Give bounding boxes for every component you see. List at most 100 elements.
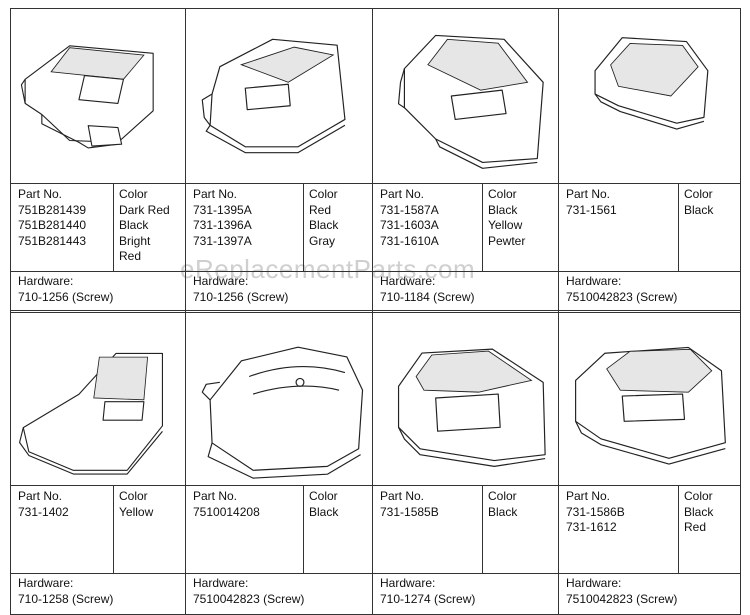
color-value: Pewter [488,233,526,248]
part-number-label: Part No. [566,489,611,503]
part-cell [185,310,372,614]
part-number: 731-1612 [566,520,617,534]
part-cell [185,8,372,312]
color-value: Gray [309,233,336,248]
row-border [10,312,741,313]
part-number-label: Part No. [18,187,63,201]
hardware-value: 710-1258 (Screw) [18,591,114,606]
divider [185,573,372,574]
color-value: Black [684,504,714,519]
divider [678,183,679,271]
part-number: 731-1396A [193,218,252,232]
divider [185,485,372,486]
divider [10,485,185,486]
part-number-label: Part No. [380,489,425,503]
part-number: 731-1395A [193,202,252,217]
color-value: Dark Red [119,202,170,217]
shroud-grille-small-drawing [562,10,737,181]
color-value: Yellow [119,504,154,519]
divider [372,271,558,272]
parts-chart: eReplacementParts.com Part No.751B281439… [10,8,741,615]
part-number-label: Part No. [193,187,238,201]
shroud-grille-wide-drawing [376,312,554,483]
divider [185,183,372,184]
part-cell [558,310,741,614]
shroud-domed-drawing [189,312,368,483]
divider [303,183,304,271]
divider [482,183,483,271]
part-number: 731-1610A [380,233,439,248]
part-number-label: Part No. [566,187,611,201]
part-number: 731-1603A [380,218,439,232]
part-cell [558,8,741,312]
divider [372,573,558,574]
hardware-label: Hardware: [18,274,74,288]
divider [10,573,185,574]
shroud-flat-long-drawing [14,10,181,181]
shroud-square-grille-drawing [14,312,181,483]
part-cell [372,8,558,312]
divider [10,183,185,184]
hardware-label: Hardware: [193,576,249,590]
color-value: Red [684,520,707,534]
color-label: Color [119,187,148,201]
part-number: 751B281439 [18,202,87,217]
color-label: Color [309,187,338,201]
part-cell [10,310,185,614]
part-number: 731-1402 [18,504,69,519]
divider [185,271,372,272]
divider [113,485,114,573]
hardware-value: 7510042823 (Screw) [193,591,305,606]
part-number: 731-1585B [380,504,439,519]
color-value: Red [119,249,142,263]
divider [558,573,741,574]
color-value: Black [684,202,714,217]
hardware-value: 7510042823 (Screw) [566,289,678,304]
part-number: 731-1561 [566,202,617,217]
color-label: Color [488,489,517,503]
part-number: 751B281440 [18,218,87,232]
color-value: Red [309,202,332,217]
divider [372,183,558,184]
hardware-label: Hardware: [566,576,622,590]
color-label: Color [309,489,338,503]
part-number: 7510014208 [193,504,260,519]
part-number-label: Part No. [18,489,63,503]
divider [113,183,114,271]
divider [558,183,741,184]
color-value: Bright [119,233,151,248]
part-number: 731-1397A [193,233,252,248]
watermark: eReplacementParts.com [180,254,476,284]
divider [482,485,483,573]
hardware-label: Hardware: [380,274,436,288]
hardware-label: Hardware: [380,576,436,590]
divider [558,271,741,272]
hardware-value: 710-1274 (Screw) [380,591,476,606]
color-value: Black [488,504,518,519]
part-cell [372,310,558,614]
color-label: Color [488,187,517,201]
color-value: Yellow [488,218,523,232]
divider [372,485,558,486]
hardware-label: Hardware: [193,274,249,288]
hardware-value: 710-1184 (Screw) [380,289,475,304]
divider [303,485,304,573]
hardware-value: 710-1256 (Screw) [18,289,114,304]
part-number-label: Part No. [193,489,238,503]
hardware-label: Hardware: [566,274,622,288]
divider [10,271,185,272]
color-label: Color [684,187,713,201]
part-number-label: Part No. [380,187,425,201]
shroud-grille-tall-drawing [376,10,554,181]
divider [558,485,741,486]
color-value: Black [309,504,339,519]
color-label: Color [119,489,148,503]
color-value: Black [309,218,339,232]
divider [678,485,679,573]
shroud-box-grille-drawing [562,312,737,483]
shroud-grille-large-drawing [189,10,368,181]
part-number: 731-1587A [380,202,439,217]
part-number: 751B281443 [18,233,87,248]
part-number: 731-1586B [566,504,625,519]
hardware-value: 7510042823 (Screw) [566,591,678,606]
